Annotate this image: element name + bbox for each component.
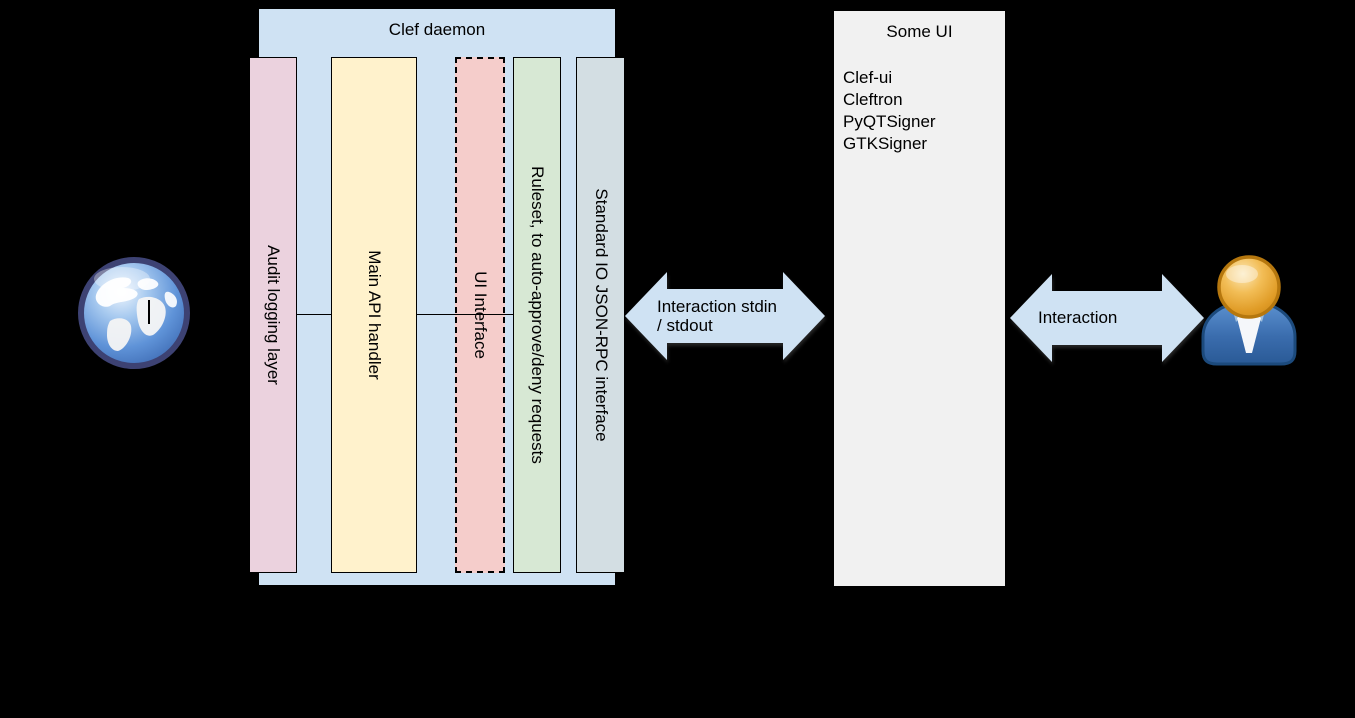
layer-ruleset: Ruleset, to auto-approve/deny requests	[513, 57, 561, 573]
some-ui-title: Some UI	[886, 22, 953, 41]
layer-ui-interface-label: UI Interface	[471, 271, 490, 359]
some-ui-list: Clef-ui Cleftron PyQTSigner GTKSigner	[843, 67, 1001, 155]
layer-audit-logging-label: Audit logging layer	[264, 245, 283, 385]
some-ui-item: Cleftron	[843, 90, 903, 109]
globe-icon	[78, 257, 190, 369]
layer-ruleset-label: Ruleset, to auto-approve/deny requests	[528, 166, 547, 464]
connector-audit-api	[297, 314, 331, 315]
layer-main-api-handler: Main API handler	[331, 57, 417, 573]
some-ui-item: GTKSigner	[843, 134, 928, 153]
some-ui-item: Clef-ui	[843, 68, 893, 87]
some-ui-item: PyQTSigner	[843, 112, 936, 131]
clef-daemon-title: Clef daemon	[388, 20, 486, 39]
some-ui-box: Some UI Clef-ui Cleftron PyQTSigner GTKS…	[833, 10, 1006, 587]
double-arrow-stdin-stdout	[625, 272, 825, 360]
layer-audit-logging: Audit logging layer	[249, 57, 297, 573]
layer-main-api-handler-label: Main API handler	[365, 250, 384, 380]
arrow-interaction-label: Interaction	[1038, 308, 1118, 327]
arrow-stdin-stdout-label: Interaction stdin / stdout	[657, 297, 777, 335]
arrow-stdin-stdout-label-line2: / stdout	[657, 316, 713, 335]
layer-stdio-jsonrpc: Standard IO JSON-RPC interface	[576, 57, 625, 573]
connector-stub	[148, 300, 150, 324]
user-icon	[1201, 255, 1297, 366]
arrow-stdin-stdout-label-line1: Interaction stdin	[657, 297, 778, 316]
double-arrow-interaction	[1010, 274, 1204, 362]
connector-api-ruleset	[417, 314, 513, 315]
layer-ui-interface: UI Interface	[455, 57, 505, 573]
clef-daemon-box: Clef daemon	[258, 8, 616, 586]
layer-stdio-jsonrpc-label: Standard IO JSON-RPC interface	[591, 188, 611, 442]
